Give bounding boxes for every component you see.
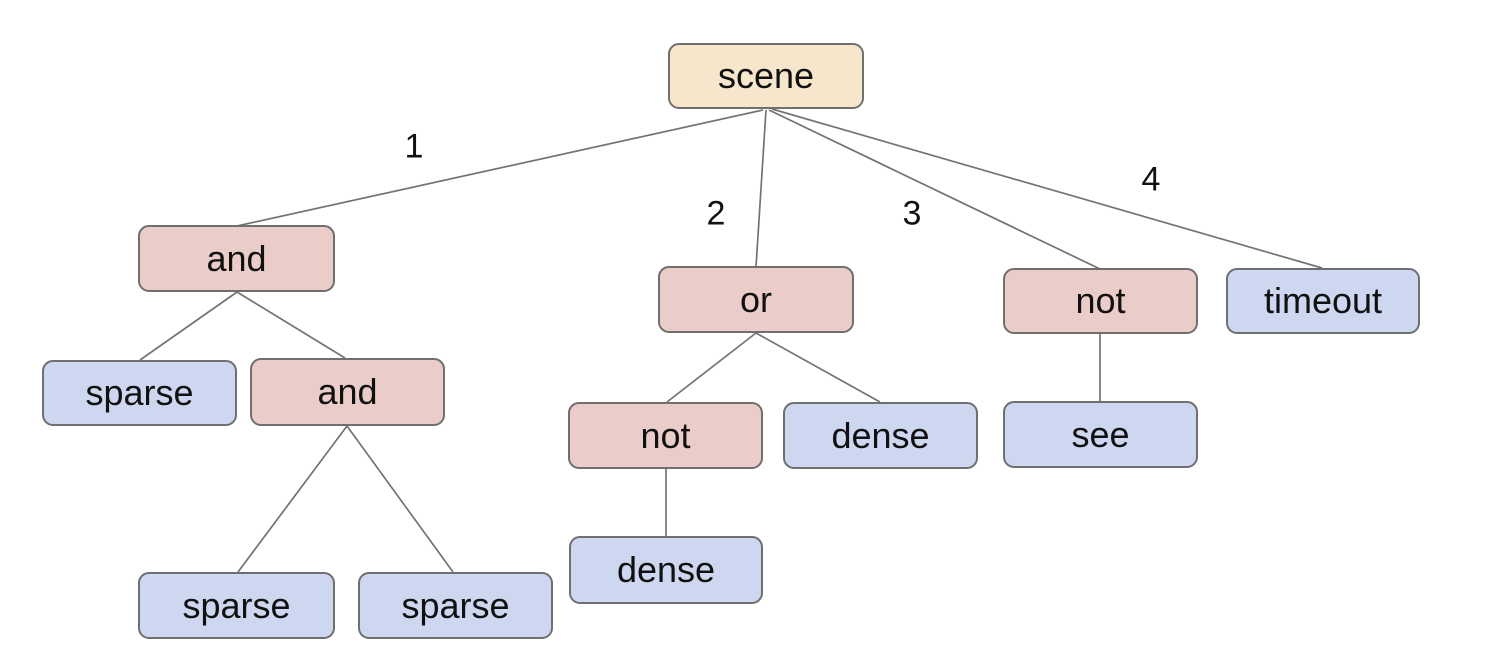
edge-label-1: 1	[404, 127, 424, 166]
node-dense-2: dense	[569, 536, 763, 604]
node-or-label: or	[739, 278, 772, 320]
node-not-1: not	[1003, 268, 1198, 334]
node-scene: scene	[668, 43, 864, 109]
edge-label-3: 3	[902, 194, 922, 233]
node-dense-1: dense	[783, 402, 978, 469]
node-and-1: and	[138, 225, 335, 292]
edge-and-sparse	[139, 291, 238, 361]
edge-or-dense	[755, 332, 881, 403]
node-sparse-1: sparse	[42, 360, 237, 426]
edge-scene-or	[755, 109, 767, 268]
node-dense-2-label: dense	[616, 549, 716, 590]
edge-scene-timeout	[771, 108, 1323, 269]
node-sparse-1-label: sparse	[85, 372, 194, 413]
edge-label-2: 2	[706, 194, 726, 233]
node-dense-1-label: dense	[831, 414, 930, 456]
node-and-2: and	[250, 358, 445, 426]
node-or: or	[658, 266, 854, 333]
node-not-2-label: not	[640, 414, 691, 456]
node-and-1-label: and	[206, 237, 267, 279]
node-not-1-label: not	[1075, 280, 1126, 321]
edge-or-not	[666, 332, 757, 403]
edge-and2-sparse-left	[237, 425, 348, 573]
node-see-label: see	[1071, 413, 1130, 455]
node-timeout: timeout	[1226, 268, 1420, 334]
edge-scene-and	[236, 109, 764, 227]
node-scene-label: scene	[717, 55, 815, 96]
edge-and-and	[236, 291, 346, 359]
edge-scene-not	[768, 109, 1101, 270]
node-timeout-label: timeout	[1263, 280, 1383, 321]
node-see: see	[1003, 401, 1198, 468]
edge-and2-sparse-right	[346, 425, 454, 573]
node-sparse-3-label: sparse	[401, 584, 510, 626]
node-sparse-3: sparse	[358, 572, 553, 639]
node-not-2: not	[568, 402, 763, 469]
node-and-2-label: and	[317, 371, 378, 412]
node-sparse-2: sparse	[138, 572, 335, 639]
edge-label-4: 4	[1141, 160, 1161, 199]
node-sparse-2-label: sparse	[182, 584, 291, 626]
